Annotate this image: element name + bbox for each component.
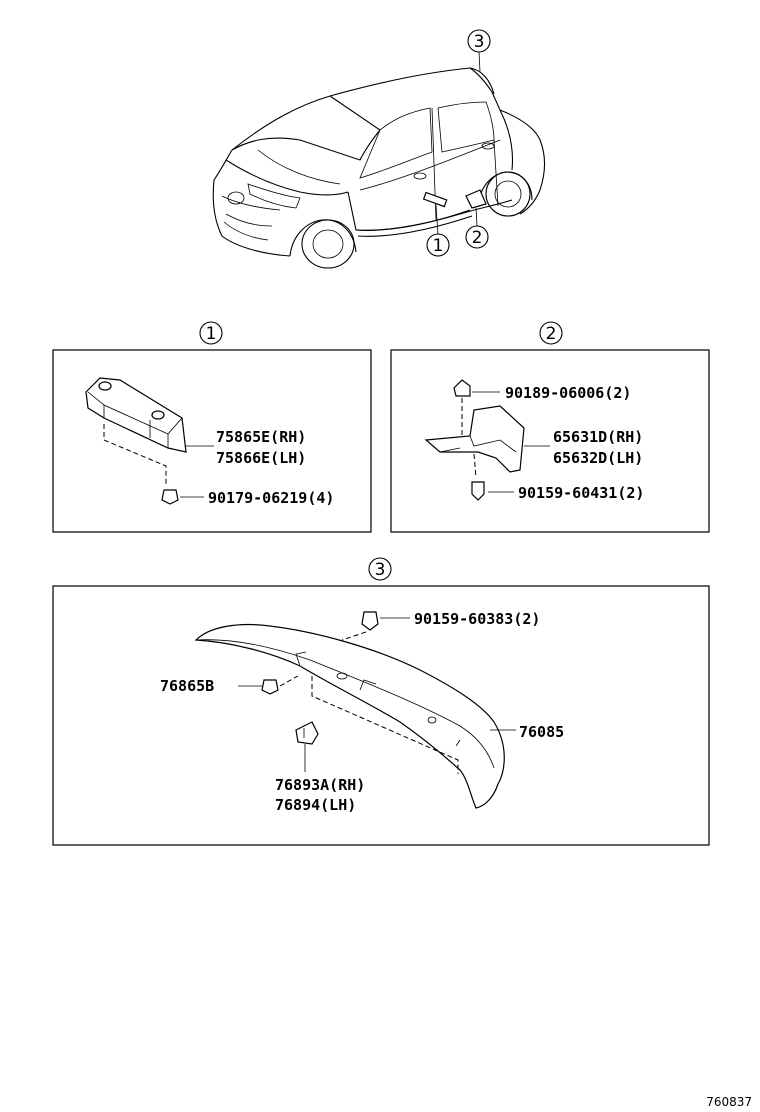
panel3-spoiler <box>194 623 505 809</box>
callout-3-circle <box>467 29 491 53</box>
panel2-part-lh: 65632D(LH) <box>553 449 643 467</box>
callout-1: 1 <box>433 236 444 256</box>
panel3-frame <box>52 585 710 846</box>
panel3-id-circle <box>368 557 392 581</box>
panel1-part-rh: 75865E(RH) <box>216 428 306 446</box>
panel1-id-circle <box>199 321 223 345</box>
panel1-clip-label: 90179-06219(4) <box>208 489 334 507</box>
panel2-screw <box>471 481 485 501</box>
panel3-spoiler-label: 76085 <box>519 723 564 741</box>
panel2-id-circle <box>539 321 563 345</box>
panel3-screw <box>361 611 379 631</box>
panel2-frame <box>390 349 710 533</box>
callout-1-circle <box>426 233 450 257</box>
panel3-id: 3 <box>375 560 386 580</box>
panel2-part-rh: 65631D(RH) <box>553 428 643 446</box>
panel2-top-clip <box>453 379 471 397</box>
callout-3: 3 <box>474 32 485 52</box>
figure-id: 760837 <box>706 1095 752 1109</box>
panel1-part-lh: 75866E(LH) <box>216 449 306 467</box>
panel3-grommet-label: 76865B <box>160 677 214 695</box>
panel2-screw-label: 90159-60431(2) <box>518 484 644 502</box>
panel3-bracket <box>295 721 319 745</box>
panel3-bracket-lh: 76894(LH) <box>275 796 356 814</box>
panel1-frame <box>52 349 372 533</box>
panel3-grommet <box>261 679 279 695</box>
panel2-id: 2 <box>546 324 557 344</box>
panel1-id: 1 <box>206 324 217 344</box>
panel2-mudguard <box>424 405 525 473</box>
callout-2-circle <box>465 225 489 249</box>
panel1-trim-part <box>85 377 187 453</box>
car-illustration <box>212 67 546 269</box>
callout-2: 2 <box>472 228 483 248</box>
panel2-top-clip-label: 90189-06006(2) <box>505 384 631 402</box>
panel1-clip <box>161 489 179 505</box>
panel3-screw-label: 90159-60383(2) <box>414 610 540 628</box>
panel3-bracket-rh: 76893A(RH) <box>275 776 365 794</box>
